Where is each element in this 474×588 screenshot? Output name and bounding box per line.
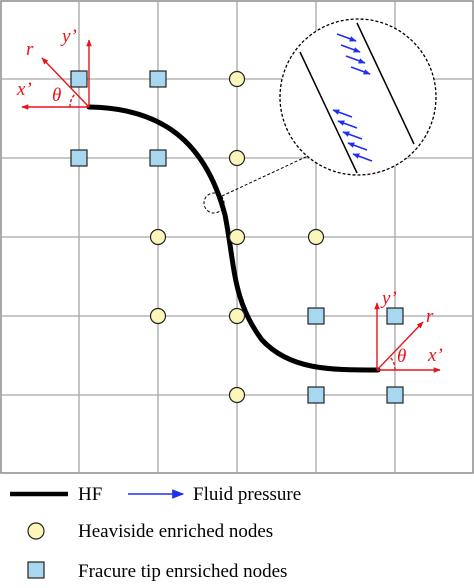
legend-hf-label: HF <box>78 484 102 505</box>
left-r-label: r <box>26 39 34 60</box>
pressure-arrows-lower <box>332 109 373 162</box>
tip-node <box>307 307 325 325</box>
right-y-label: y’ <box>380 288 397 309</box>
heaviside-node <box>228 149 246 167</box>
right-x-label: x’ <box>427 345 443 366</box>
right-tip-axes <box>374 302 441 373</box>
crack-face-right <box>356 22 415 145</box>
tip-node <box>149 70 167 88</box>
legend-fluid-label: Fluid pressure <box>193 484 301 505</box>
legend: HF Fluid pressure Heaviside enriched nod… <box>10 484 301 582</box>
left-tip-axes <box>21 39 92 110</box>
left-x-label: x’ <box>16 79 32 100</box>
tip-node <box>386 307 404 325</box>
tip-node <box>386 386 404 404</box>
heaviside-node <box>149 307 167 325</box>
left-y-label: y’ <box>60 26 77 47</box>
tip-node <box>307 386 325 404</box>
legend-heaviside-swatch <box>27 522 45 540</box>
tip-node <box>149 149 167 167</box>
crack-face-left <box>299 51 358 174</box>
tip-node <box>70 149 88 167</box>
heaviside-node <box>307 228 325 246</box>
heaviside-node <box>228 70 246 88</box>
zoom-callout <box>203 18 437 214</box>
heaviside-node <box>228 307 246 325</box>
heaviside-nodes <box>149 70 325 404</box>
legend-tip-label: Fracure tip enrsiched nodes <box>78 561 287 582</box>
right-theta-label: θ <box>397 346 406 367</box>
zoom-leader-line <box>221 154 311 197</box>
heaviside-node <box>228 228 246 246</box>
right-r-label: r <box>426 306 434 327</box>
hydraulic-fracture-curve <box>86 104 381 373</box>
legend-tip-swatch <box>27 561 45 579</box>
zoom-source-circle <box>203 192 225 214</box>
left-theta-label: θ <box>52 85 61 106</box>
tip-node <box>70 70 88 88</box>
heaviside-node <box>228 386 246 404</box>
legend-heaviside-label: Heaviside enriched nodes <box>78 521 273 542</box>
pressure-arrows-upper <box>336 33 371 75</box>
zoom-lens <box>279 18 437 176</box>
tip-nodes <box>70 70 404 404</box>
heaviside-node <box>149 228 167 246</box>
